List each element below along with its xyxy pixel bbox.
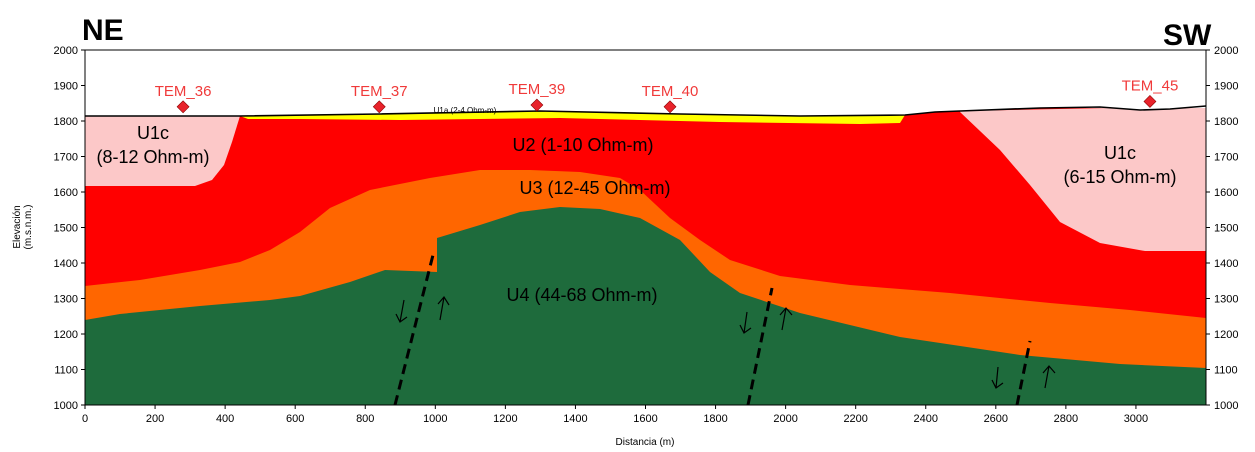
y-tick-label-right: 1900 (1214, 81, 1238, 93)
station-tem-36: TEM_36 (155, 83, 212, 114)
x-tick-label: 600 (286, 413, 304, 425)
diamond-marker-icon (663, 100, 677, 114)
u2-label: U2 (1-10 Ohm-m) (512, 135, 653, 155)
y-axis-label: Elevación (m.s.n.m.) (12, 205, 34, 250)
x-tick-label: 2000 (773, 413, 797, 425)
sw-label: SW (1163, 19, 1212, 52)
topography-line (85, 105, 1207, 117)
diamond-marker-icon (530, 98, 544, 112)
u4-label: U4 (44-68 Ohm-m) (506, 285, 657, 305)
x-tick-label: 1600 (633, 413, 657, 425)
y-tick-label-right: 1400 (1214, 258, 1238, 270)
arrow-down-icon (991, 366, 1004, 389)
unit-u1c-right-layer (960, 106, 1206, 251)
y-axis-right: 2000 1900 1800 1700 1600 1500 1400 1300 1200 1100… (1206, 45, 1238, 412)
x-tick-label: 2400 (914, 413, 938, 425)
y-tick-label-right: 1000 (1214, 400, 1238, 412)
u1c-left-label: U1c (137, 123, 169, 143)
x-tick-label: 1000 (423, 413, 447, 425)
y-axis-left: 2000 1900 1800 1700 1600 1500 1400 1300 1200 1100… (54, 45, 85, 412)
fault-line (1015, 340, 1032, 406)
u3-label: U3 (12-45 Ohm-m) (519, 178, 670, 198)
x-tick-label: 400 (216, 413, 234, 425)
y-tick-label-right: 1200 (1214, 329, 1238, 341)
unit-u1c-left-layer (85, 116, 240, 186)
diamond-marker-icon (1143, 95, 1157, 108)
arrow-up-icon (437, 295, 450, 321)
faults (393, 254, 1032, 406)
arrow-up-icon (1042, 365, 1056, 389)
x-axis-label: Distancia (m) (616, 437, 675, 448)
y-tick-label-left: 1500 (54, 223, 78, 235)
y-tick-label-right: 1300 (1214, 294, 1238, 306)
sky-lower (85, 50, 1206, 116)
x-tick-label: 2600 (984, 413, 1008, 425)
arrow-up-icon (779, 307, 793, 331)
station-label: TEM_36 (155, 83, 212, 100)
x-tick-label: 200 (146, 413, 164, 425)
y-axis-label-line2: (m.s.n.m.) (23, 205, 34, 250)
arrow-down-icon (739, 311, 752, 334)
y-tick-label-right: 1600 (1214, 187, 1238, 199)
y-tick-label-right: 1100 (1214, 365, 1238, 377)
x-tick-label: 3000 (1124, 413, 1148, 425)
x-tick-label: 1200 (493, 413, 517, 425)
x-tick-label: 800 (356, 413, 374, 425)
y-tick-label-right: 1800 (1214, 116, 1238, 128)
y-tick-label-left: 1300 (54, 294, 78, 306)
y-tick-label-left: 1700 (54, 152, 78, 164)
y-tick-label-left: 1800 (54, 116, 78, 128)
x-tick-label: 0 (82, 413, 88, 425)
x-tick-label: 1800 (703, 413, 727, 425)
fault-arrows (395, 295, 1056, 389)
fault-line (746, 287, 774, 406)
station-label: TEM_39 (509, 81, 566, 98)
y-tick-label-right: 2000 (1214, 45, 1238, 57)
x-tick-label: 1400 (563, 413, 587, 425)
x-tick-label: 2200 (843, 413, 867, 425)
station-tem-39: TEM_39 (509, 81, 566, 112)
layers (85, 50, 1207, 405)
diamond-marker-icon (176, 100, 190, 114)
y-axis-label-line1: Elevación (12, 205, 23, 248)
u1c-right-label: U1c (1104, 143, 1136, 163)
station-tem-37: TEM_37 (351, 83, 408, 114)
y-tick-label-left: 2000 (54, 45, 78, 57)
fault-line (393, 254, 435, 406)
station-label: TEM_37 (351, 83, 408, 100)
u1a-label: U1a (2-4 Ohm-m) (434, 106, 497, 115)
x-tick-label: 2800 (1054, 413, 1078, 425)
u1c-right-range: (6-15 Ohm-m) (1063, 167, 1176, 187)
y-tick-label-left: 1900 (54, 81, 78, 93)
y-tick-label-right: 1700 (1214, 152, 1238, 164)
station-label: TEM_40 (642, 83, 699, 100)
diamond-marker-icon (372, 100, 386, 114)
u1c-left-range: (8-12 Ohm-m) (96, 147, 209, 167)
y-tick-label-left: 1400 (54, 258, 78, 270)
station-tem-45: TEM_45 (1122, 77, 1179, 108)
x-axis: 0 200 400 600 800 1000 1200 1400 1600 1800 2000 220… (82, 405, 1148, 425)
ne-label: NE (82, 14, 124, 47)
y-tick-label-left: 1600 (54, 187, 78, 199)
y-tick-label-left: 1200 (54, 329, 78, 341)
y-tick-label-left: 1000 (54, 400, 78, 412)
tem-stations: TEM_36 TEM_37 TEM_39 TEM_40 TEM_45 (155, 77, 1179, 114)
unit-labels: U1c (8-12 Ohm-m) U1c (6-15 Ohm-m) U1a (2… (96, 106, 1176, 305)
arrow-down-icon (395, 299, 408, 323)
y-tick-label-right: 1500 (1214, 223, 1238, 235)
station-label: TEM_45 (1122, 77, 1179, 94)
station-tem-40: TEM_40 (642, 83, 699, 114)
y-tick-label-left: 1100 (54, 365, 78, 377)
